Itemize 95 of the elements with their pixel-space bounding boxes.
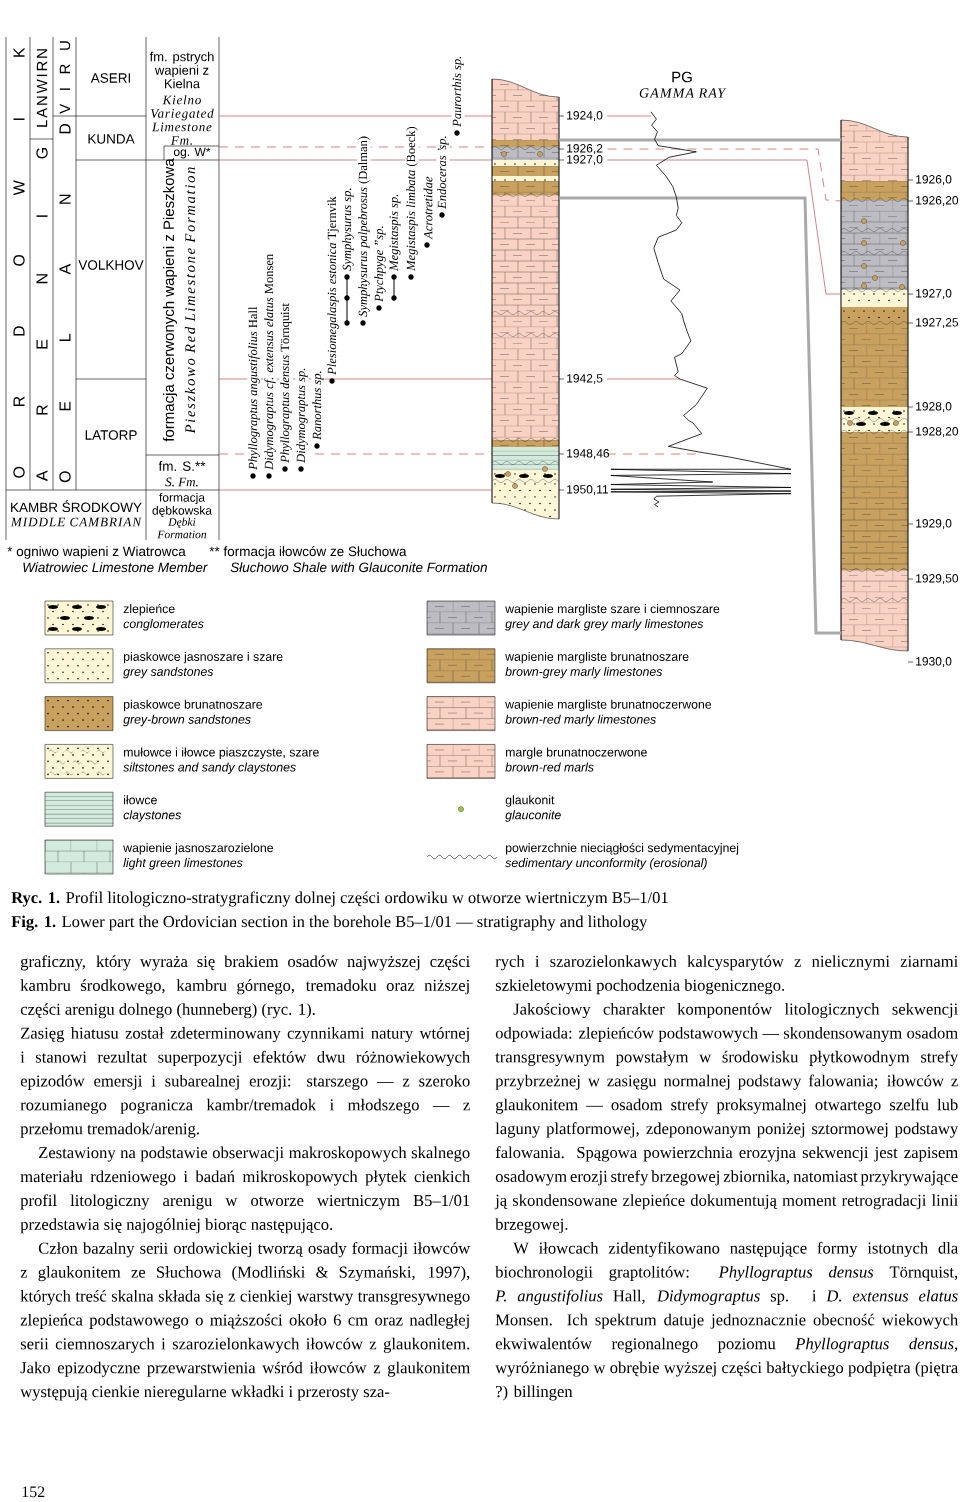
legend-text: conglomerates	[123, 619, 204, 631]
depth-label: 1926,2	[558, 144, 603, 154]
legend-text: wapienie margliste szare i ciemnoszare	[505, 604, 720, 616]
figure-caption: Ryc. 1. Profil litologiczno-stratygraficzny dolnej części ordowiku w otworze wiertniczym B5–1/01	[11, 891, 668, 907]
member-name: og. W*	[173, 147, 211, 159]
legend-text: wapienie jasnoszarozielone	[123, 843, 274, 855]
era-name: O R D O W I K	[13, 47, 25, 478]
legend-text: brown-red marly limestones	[505, 714, 656, 727]
depth-label: 1930,0	[907, 657, 952, 667]
body-paragraph: Zestawiony na podstawie obserwacji makroskopowych skalnego materiału rdzeniowego i badań mikroskopowych płytek cienkich profil litologiczny arenigu w otworze wiertniczym B5–1/01 przedstawia się najogólniej biorąc następująco.	[20, 1146, 470, 1234]
footnote: ** formacja iłowców ze Słuchowa	[209, 546, 407, 559]
taxon-name: Symphysurus sp.	[341, 186, 355, 272]
formation-name: Kielno Variegated Limestone Fm.	[151, 95, 214, 145]
series-name: LANWIRN	[36, 49, 48, 127]
formation-name: Dębki Formation	[157, 517, 207, 539]
depth-label: 1926,20	[907, 196, 959, 206]
body-paragraph: Człon bazalny serii ordowickiej tworzą osady formacji iłowców z glaukonitem ze Słuchowa (Modliński & Szymański, 1997), których treść skalna składa się z cienkiej warstwy transgresywnego zlepieńca podstawowego o miąższości około 6 cm oraz nadległej serii ciemnoszarych i szarozielonkawych iłowców z glaukonitem. Jako epizodyczne przewarstwienia wśród iłowców z glaukonitem występują cienkie nieregularne wkładki i przerosty sza-	[20, 1242, 471, 1401]
depth-label: 1927,0	[558, 155, 603, 165]
body-paragraph: Jakościowy charakter komponentów litologicznych sekwencji odpowiada: zlepieńców podstawowych — skondensowanym osadom transgresywnym powstałym w środowisku płytkowodnym strefy przybrzeżnej w zasięgu normalnej podstawy falowania; iłowców z glaukonitem — osadom strefy proksymalnej otwartego szelfu lub laguny platformowej, zdeponowanym poniżej sztormowej podstawy falowania. Spągowa powierzchnia erozyjna sekwencji jest zapisem osadowym erozji strefy brzegowej zbiornika, natomiast przykrywające ją skondensowane zlepieńce dokumentują moment retrogradacji linii brzegowej.	[494, 1003, 959, 1234]
series-name: A R E N I G	[36, 148, 48, 482]
depth-label: 1928,20	[907, 427, 959, 437]
formation-name: formacja czerwonych wapieni z Pieszkowa	[163, 158, 177, 442]
legend-text: brown-red marls	[505, 762, 594, 772]
taxon-name: Ranorthus sp.	[311, 369, 325, 441]
correlation-line	[559, 138, 841, 142]
depth-label: 1929,0	[907, 519, 952, 529]
stage-name: O E L A N D	[59, 123, 71, 483]
formation-name: fm. pstrych wapieni z Kielna	[149, 51, 214, 89]
legend-text: glaukonit	[505, 795, 555, 807]
page-number: 152	[22, 1486, 45, 1498]
taxon-name: Paurorthis sp.	[451, 54, 465, 128]
taxon-name: Phyllograptus densus Törnquist	[279, 302, 293, 464]
stage-name: VOLKHOV	[78, 260, 144, 270]
formation-name: Pieszkowo Red Limestone Formation	[184, 167, 196, 434]
correlation-line	[607, 159, 842, 295]
formation-name: fm. S.**	[158, 461, 206, 471]
lithology-column-drawing	[840, 119, 909, 652]
body-paragraph: Zasięg hiatusu został zdeterminowany czynnikami natury wtórnej i stanowi rezultat superpozycji efektów dwu różnowiekowych epizodów emersji i subarealnej erozji: starszego — z szeroko rozumianego pogranicza kambr/tremadok i młodszego — z przełomu tremadok/arenig.	[20, 1027, 470, 1138]
legend-text: glauconite	[505, 810, 561, 822]
body-paragraph: graficzny, który wyraża się brakiem osadów najwyższej części kambru środkowego, kambru górnego, tremadoku oraz niższej części arenigu dolnego (hunneberg) (ryc. 1).	[20, 955, 470, 1019]
legend-text: grey and dark grey marly limestones	[505, 619, 704, 631]
taxon-name: Symphysurus palpebrosus (Dalman)	[357, 135, 371, 318]
legend-text: wapienie margliste brunatnoczerwone	[505, 699, 712, 712]
figure-caption: Fig. 1. Lower part the Ordovician section in the borehole B5–1/01 — stratigraphy and lithology	[11, 915, 648, 931]
formation-name: S. Fm.	[165, 477, 198, 487]
footnote: * ogniwo wapieni z Wiatrowca	[7, 546, 186, 559]
formation-name: formacja dębkowska	[152, 492, 212, 518]
legend-text: grey-brown sandstones	[123, 714, 251, 727]
depth-label: 1927,25	[907, 318, 959, 328]
correlation-line	[607, 148, 842, 202]
system-name: KAMBR ŚRODKOWY	[11, 499, 142, 513]
taxon-name: Endoceras ’sp.	[436, 134, 450, 210]
footnote: Słuchowo Shale with Glauconite Formation	[230, 562, 487, 573]
depth-label: 1928,0	[907, 402, 952, 412]
legend-text: grey sandstones	[123, 666, 214, 679]
legend-text: margle brunatnoczerwone	[506, 747, 647, 759]
depth-label: 1929,50	[907, 574, 959, 584]
depth-label: 1924,0	[558, 111, 603, 121]
taxon-name: Megistaspis sp.	[388, 192, 402, 272]
legend-text: piaskowce jasnoszare i szare	[124, 651, 283, 664]
curve-title: PG	[672, 71, 692, 83]
legend-text: iłowce	[124, 795, 157, 805]
depth-label: 1948,46	[558, 449, 610, 459]
body-paragraph: rych i szarozielonkawych kalcysparytów z nielicznymi ziarnami szkieletowymi pochodzenia biogenicznego.	[495, 955, 958, 995]
taxon-name: Phyllograptus angustifolius Hall	[247, 305, 261, 471]
footnote: Wiatrowiec Limestone Member	[23, 562, 208, 573]
legend-text: brown-grey marly limestones	[505, 666, 663, 679]
legend-text: wapienie margliste brunatnoszare	[505, 651, 689, 664]
legend-text: powierzchnie nieciągłości sedymentacyjnej	[506, 842, 739, 855]
depth-label: 1926,0	[907, 175, 952, 185]
legend-text: light green limestones	[123, 858, 243, 870]
legend-text: sedimentary unconformity (erosional)	[505, 858, 707, 870]
taxon-name: Ptychpyge ”sp.	[373, 224, 387, 303]
correlation-line	[559, 196, 841, 635]
depth-label: 1942,5	[558, 374, 603, 384]
system-name: MIDDLE CAMBRIAN	[10, 517, 142, 527]
depth-label: 1927,0	[907, 289, 952, 299]
legend-text: zlepieńce	[123, 603, 175, 616]
taxon-name: Plesiomegalaspis estonica Tjernvik	[326, 195, 340, 376]
taxon-name: Megistaspis limbata (Boeck)	[405, 125, 419, 272]
curve-title: GAMMA RAY	[639, 88, 727, 98]
stage-name: KUNDA	[88, 134, 135, 144]
legend-text: mułowce i iłowce piaszczyste, szare	[124, 747, 319, 759]
stage-name: LATORP	[85, 430, 137, 440]
stage-name: V I R U	[59, 41, 71, 114]
legend-text: piaskowce brunatnoszare	[124, 699, 263, 712]
depth-label: 1950,11	[558, 485, 609, 495]
taxon-name: Acrotretidae	[422, 175, 434, 240]
stage-name: ASERI	[90, 73, 130, 83]
taxon-name: Didymograptus sp.	[295, 366, 309, 464]
taxon-name: Didymograptus cf. extensus elatus Monsen	[263, 252, 277, 471]
lithology-column-drawing	[491, 78, 560, 520]
body-paragraph: W iłowcach zidentyfikowano następujące formy istotnych dla biochronologii graptolitów: Phyllograptus densus Törnquist, P. angustifolius Hall, Didymograptus sp. i D. extensus elatus Monsen. Ich spektrum datuje jednoznacznie obecność wiekowych ekwiwalentów regionalnego poziomu Phyllograptus densus, wyróżnianego w obrębie wyższej części bałtyckiego podpiętra (piętra ?) billingen	[495, 1241, 958, 1401]
legend-text: claystones	[123, 810, 182, 822]
legend-text: siltstones and sandy claystones	[123, 762, 296, 774]
